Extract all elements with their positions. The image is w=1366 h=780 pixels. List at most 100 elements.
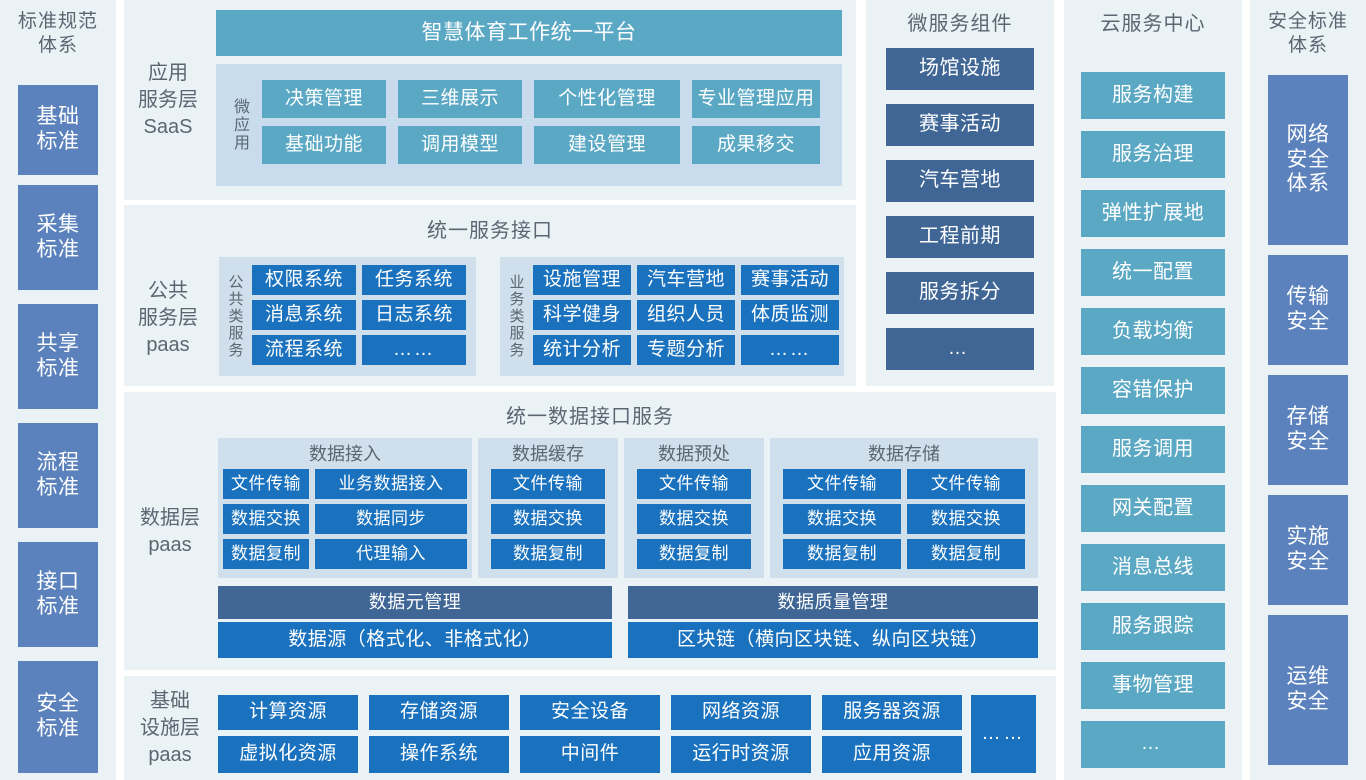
- infra-row2-item-4[interactable]: 应用资源: [822, 736, 962, 773]
- microservice-item-4[interactable]: 服务拆分: [886, 272, 1034, 314]
- business-service-item-2-2[interactable]: ……: [741, 335, 839, 365]
- data-cell-3-2-1[interactable]: 数据复制: [907, 539, 1025, 569]
- data-cell-1-2-0[interactable]: 数据复制: [491, 539, 605, 569]
- cloud-service-item-10[interactable]: 事物管理: [1081, 662, 1225, 709]
- app-row2-item-3[interactable]: 成果移交: [692, 126, 820, 164]
- app-row2-item-1[interactable]: 调用模型: [398, 126, 522, 164]
- microservice-item-2[interactable]: 汽车营地: [886, 160, 1034, 202]
- standards-title-line1: 标准规范: [17, 11, 98, 32]
- cloud-service-item-3[interactable]: 统一配置: [1081, 249, 1225, 296]
- data-cell-2-2-0[interactable]: 数据复制: [637, 539, 751, 569]
- data-management-bar-0[interactable]: 数据元管理: [218, 586, 612, 619]
- cloud-service-item-1[interactable]: 服务治理: [1081, 131, 1225, 178]
- data-cell-3-1-1[interactable]: 数据交换: [907, 504, 1025, 534]
- data-cell-1-0-0[interactable]: 文件传输: [491, 469, 605, 499]
- data-cell-2-0-0[interactable]: 文件传输: [637, 469, 751, 499]
- infra-row2-item-0[interactable]: 虚拟化资源: [218, 736, 358, 773]
- data-cell-0-1-0[interactable]: 数据交换: [223, 504, 309, 534]
- cloud-service-item-11[interactable]: …: [1081, 721, 1225, 768]
- app-row1-item-2[interactable]: 个性化管理: [534, 80, 680, 118]
- infra-row1-item-2[interactable]: 安全设备: [520, 695, 660, 730]
- standards-column-title: 标准规范 体系: [0, 0, 116, 58]
- app-row1-item-1[interactable]: 三维展示: [398, 80, 522, 118]
- business-service-item-2-0[interactable]: 统计分析: [533, 335, 631, 365]
- infra-row1-item-1[interactable]: 存储资源: [369, 695, 509, 730]
- cloud-service-item-0[interactable]: 服务构建: [1081, 72, 1225, 119]
- data-cell-0-2-0[interactable]: 数据复制: [223, 539, 309, 569]
- public-service-item-1-0[interactable]: 消息系统: [252, 300, 356, 330]
- cloud-service-item-2[interactable]: 弹性扩展地: [1081, 190, 1225, 237]
- public-service-item-1-1[interactable]: 日志系统: [362, 300, 466, 330]
- data-group-panel-3: 数据存储文件传输文件传输数据交换数据交换数据复制数据复制: [770, 438, 1038, 578]
- data-cell-0-1-1[interactable]: 数据同步: [315, 504, 467, 534]
- microservice-item-0[interactable]: 场馆设施: [886, 48, 1034, 90]
- infra-row2-item-3[interactable]: 运行时资源: [671, 736, 811, 773]
- data-cell-2-1-0[interactable]: 数据交换: [637, 504, 751, 534]
- business-service-item-0-2[interactable]: 赛事活动: [741, 265, 839, 295]
- data-source-bar-1[interactable]: 区块链（横向区块链、纵向区块链）: [628, 622, 1038, 658]
- infra-caption-line1: 基础: [150, 689, 190, 712]
- standard-item-2[interactable]: 共享标准: [18, 304, 98, 409]
- microservice-item-5[interactable]: …: [886, 328, 1034, 370]
- data-cell-3-1-0[interactable]: 数据交换: [783, 504, 901, 534]
- app-caption-line1: 应用: [148, 61, 188, 84]
- unified-platform-bar[interactable]: 智慧体育工作统一平台: [216, 10, 842, 56]
- standard-item-0[interactable]: 基础标准: [18, 85, 98, 175]
- data-cell-1-1-0[interactable]: 数据交换: [491, 504, 605, 534]
- cloud-service-item-8[interactable]: 消息总线: [1081, 544, 1225, 591]
- pub-caption-line1: 公共: [148, 279, 188, 302]
- business-class-service-label: 业务类服务: [507, 274, 525, 359]
- app-row1-item-0[interactable]: 决策管理: [262, 80, 386, 118]
- data-cell-0-2-1[interactable]: 代理输入: [315, 539, 467, 569]
- public-service-item-0-0[interactable]: 权限系统: [252, 265, 356, 295]
- standards-title-line2: 体系: [37, 34, 78, 56]
- security-item-3[interactable]: 实施安全: [1268, 495, 1348, 605]
- public-service-item-0-1[interactable]: 任务系统: [362, 265, 466, 295]
- app-row2-item-0[interactable]: 基础功能: [262, 126, 386, 164]
- app-row2-item-2[interactable]: 建设管理: [534, 126, 680, 164]
- standard-item-1[interactable]: 采集标准: [18, 185, 98, 290]
- security-item-1[interactable]: 传输安全: [1268, 255, 1348, 365]
- data-source-bar-0[interactable]: 数据源（格式化、非格式化）: [218, 622, 612, 658]
- cloud-service-item-5[interactable]: 容错保护: [1081, 367, 1225, 414]
- infrastructure-more-box[interactable]: ……: [971, 695, 1036, 773]
- infra-row2-item-2[interactable]: 中间件: [520, 736, 660, 773]
- standard-item-5[interactable]: 安全标准: [18, 661, 98, 773]
- cloud-service-item-9[interactable]: 服务跟踪: [1081, 603, 1225, 650]
- public-class-service-group: 公共类服务 权限系统任务系统消息系统日志系统流程系统……: [219, 257, 476, 376]
- business-class-service-group: 业务类服务 设施管理汽车营地赛事活动科学健身组织人员体质监测统计分析专题分析……: [500, 257, 844, 376]
- cloud-service-item-7[interactable]: 网关配置: [1081, 485, 1225, 532]
- infra-row1-item-0[interactable]: 计算资源: [218, 695, 358, 730]
- business-service-item-1-1[interactable]: 组织人员: [637, 300, 735, 330]
- standard-item-4[interactable]: 接口标准: [18, 542, 98, 647]
- business-service-item-1-2[interactable]: 体质监测: [741, 300, 839, 330]
- infra-row1-item-4[interactable]: 服务器资源: [822, 695, 962, 730]
- business-service-item-1-0[interactable]: 科学健身: [533, 300, 631, 330]
- app-row1-item-3[interactable]: 专业管理应用: [692, 80, 820, 118]
- data-cell-3-2-0[interactable]: 数据复制: [783, 539, 901, 569]
- micro-app-group-label: 微应用: [231, 98, 248, 152]
- security-item-2[interactable]: 存储安全: [1268, 375, 1348, 485]
- microservice-item-3[interactable]: 工程前期: [886, 216, 1034, 258]
- security-item-0[interactable]: 网络安全体系: [1268, 75, 1348, 245]
- public-service-item-2-0[interactable]: 流程系统: [252, 335, 356, 365]
- public-service-item-2-1[interactable]: ……: [362, 335, 466, 365]
- security-item-4[interactable]: 运维安全: [1268, 615, 1348, 765]
- data-cell-3-0-0[interactable]: 文件传输: [783, 469, 901, 499]
- data-group-panel-2: 数据预处文件传输数据交换数据复制: [624, 438, 764, 578]
- public-class-service-label: 公共类服务: [226, 274, 244, 359]
- infra-row2-item-1[interactable]: 操作系统: [369, 736, 509, 773]
- security-column-title: 安全标准 体系: [1250, 0, 1366, 58]
- data-cell-0-0-0[interactable]: 文件传输: [223, 469, 309, 499]
- standard-item-3[interactable]: 流程标准: [18, 423, 98, 528]
- data-cell-0-0-1[interactable]: 业务数据接入: [315, 469, 467, 499]
- cloud-service-item-6[interactable]: 服务调用: [1081, 426, 1225, 473]
- microservice-item-1[interactable]: 赛事活动: [886, 104, 1034, 146]
- business-service-item-2-1[interactable]: 专题分析: [637, 335, 735, 365]
- infra-row1-item-3[interactable]: 网络资源: [671, 695, 811, 730]
- data-management-bar-1[interactable]: 数据质量管理: [628, 586, 1038, 619]
- business-service-item-0-1[interactable]: 汽车营地: [637, 265, 735, 295]
- data-cell-3-0-1[interactable]: 文件传输: [907, 469, 1025, 499]
- cloud-service-item-4[interactable]: 负载均衡: [1081, 308, 1225, 355]
- business-service-item-0-0[interactable]: 设施管理: [533, 265, 631, 295]
